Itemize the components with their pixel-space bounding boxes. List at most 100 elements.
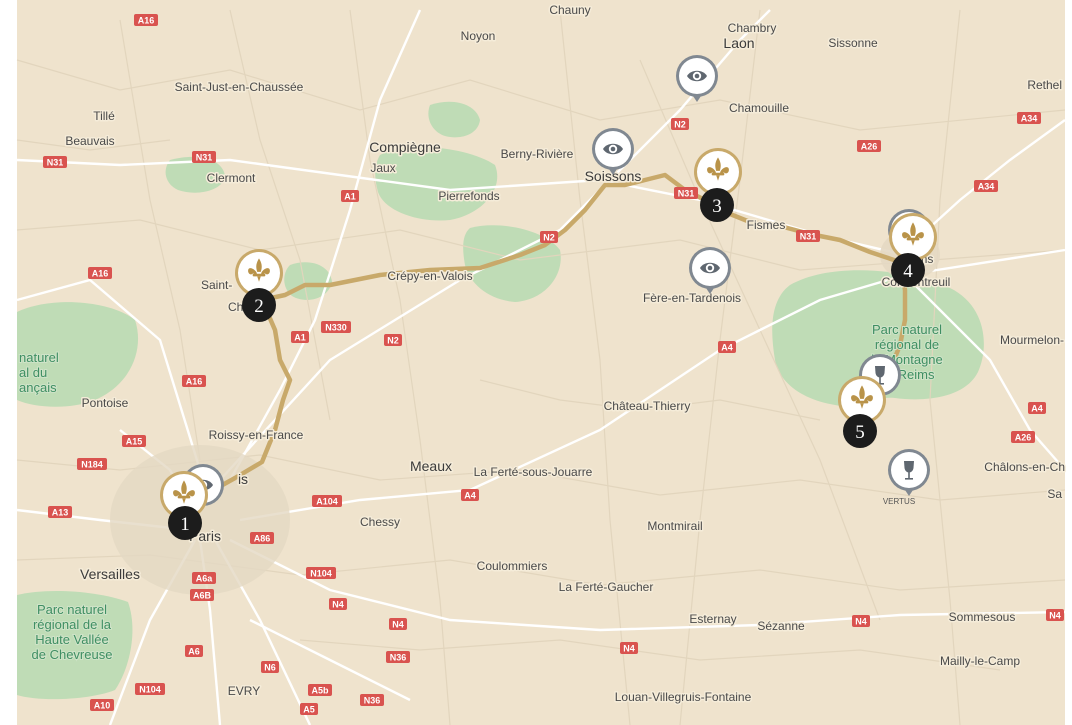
svg-text:N31: N31 <box>800 232 817 242</box>
svg-text:5: 5 <box>855 422 865 443</box>
town-label: Louan-Villegruis-Fontaine <box>615 690 752 704</box>
svg-text:A6B: A6B <box>193 591 212 601</box>
road-shield: A26 <box>857 140 881 152</box>
svg-text:A34: A34 <box>978 182 995 192</box>
svg-text:N4: N4 <box>332 600 344 610</box>
road-shield: A16 <box>88 267 112 279</box>
road-shield: N104 <box>135 683 165 695</box>
svg-text:A5b: A5b <box>311 686 329 696</box>
svg-text:A4: A4 <box>464 491 476 501</box>
park-label: régional de la <box>33 617 112 632</box>
town-label: Chamouille <box>729 101 789 115</box>
road-shield: A1 <box>291 331 309 343</box>
svg-text:A6a: A6a <box>196 574 214 584</box>
stop-marker-4[interactable]: 4 <box>889 213 937 287</box>
svg-text:N36: N36 <box>364 696 381 706</box>
route-stops[interactable]: 1 2 3 4 5 <box>160 148 937 540</box>
svg-text:N2: N2 <box>387 336 399 346</box>
stop-marker-5[interactable]: 5 <box>838 376 886 448</box>
stop-marker-1[interactable]: 1 <box>160 471 208 540</box>
svg-text:N4: N4 <box>1049 611 1061 621</box>
town-label: Tillé <box>93 109 115 123</box>
town-label: Chauny <box>549 3 590 17</box>
stop-number-badge: 2 <box>242 288 276 322</box>
road-shield: N31 <box>796 230 820 242</box>
town-label: Montmirail <box>647 519 702 533</box>
town-label: Sommesous <box>949 610 1016 624</box>
svg-text:N31: N31 <box>47 158 64 168</box>
svg-text:2: 2 <box>254 296 264 317</box>
town-label: Crépy-en-Valois <box>387 269 472 283</box>
town-label: Sissonne <box>828 36 878 50</box>
poi-marker[interactable] <box>592 128 634 175</box>
svg-text:A16: A16 <box>92 269 109 279</box>
town-label: EVRY <box>228 684 260 698</box>
town-label: Jaux <box>370 161 395 175</box>
stop-marker-3[interactable]: 3 <box>694 148 742 222</box>
park-label: Parc naturel <box>37 602 107 617</box>
road-shield: A6 <box>185 645 203 657</box>
road-shield: N31 <box>674 187 698 199</box>
road-shield: N6 <box>261 661 279 673</box>
town-label: Compiègne <box>369 139 441 155</box>
road-shield: A6B <box>190 589 214 601</box>
road-shield: N330 <box>321 321 351 333</box>
road-shield: A26 <box>1011 431 1035 443</box>
poi-marker[interactable] <box>689 247 731 294</box>
town-label: La Ferté-sous-Jouarre <box>474 465 593 479</box>
poi-marker[interactable]: VERTUS <box>883 449 930 506</box>
svg-text:N184: N184 <box>81 460 103 470</box>
svg-text:A26: A26 <box>1015 433 1032 443</box>
poi-marker[interactable] <box>676 55 718 102</box>
road-shield: A86 <box>250 532 274 544</box>
svg-text:N6: N6 <box>264 663 276 673</box>
svg-text:1: 1 <box>180 514 190 535</box>
road-shield: N4 <box>620 642 638 654</box>
poi-markers[interactable]: VERTUS <box>182 55 930 506</box>
town-label: Esternay <box>689 612 736 626</box>
road-shield: A5b <box>308 684 332 696</box>
park-label: naturel <box>19 350 59 365</box>
road-shield: N31 <box>43 156 67 168</box>
compiegne-forest <box>375 147 498 221</box>
road-shield: N36 <box>386 651 410 663</box>
road-shield: N2 <box>384 334 402 346</box>
stop-number-badge: 3 <box>700 188 734 222</box>
svg-text:A6: A6 <box>188 647 200 657</box>
stop-number-badge: 4 <box>891 253 925 287</box>
road-shield: A6a <box>192 572 216 584</box>
road-shield: A5 <box>300 703 318 715</box>
road-shield: N184 <box>77 458 107 470</box>
road-shield: N4 <box>1046 609 1064 621</box>
stop-marker-2[interactable]: 2 <box>235 249 283 322</box>
road-n36 <box>249 618 411 702</box>
park-label: ançais <box>19 380 57 395</box>
svg-text:N104: N104 <box>310 569 332 579</box>
town-label: Chambry <box>728 21 777 35</box>
svg-text:N31: N31 <box>196 153 213 163</box>
svg-text:N4: N4 <box>623 644 635 654</box>
town-label: Saint-Just-en-Chaussée <box>175 80 304 94</box>
town-label: Fismes <box>747 218 786 232</box>
town-label: Rethel <box>1027 78 1062 92</box>
svg-text:A5: A5 <box>303 705 315 715</box>
town-label: Château-Thierry <box>604 399 691 413</box>
svg-text:A34: A34 <box>1021 114 1038 124</box>
town-label: Soissons <box>585 168 642 184</box>
park-label: Parc naturel <box>872 322 942 337</box>
svg-text:N4: N4 <box>392 620 404 630</box>
chevreuse-park <box>17 590 133 700</box>
svg-text:N2: N2 <box>543 233 555 243</box>
svg-text:4: 4 <box>903 261 913 282</box>
road-shield: A4 <box>461 489 479 501</box>
road-shield: N31 <box>192 151 216 163</box>
road-a4 <box>239 248 1066 522</box>
road-shield: N2 <box>671 118 689 130</box>
svg-text:N330: N330 <box>325 323 347 333</box>
road-shield: N4 <box>389 618 407 630</box>
major-roads <box>16 9 1066 725</box>
road-shield: A4 <box>1028 402 1046 414</box>
